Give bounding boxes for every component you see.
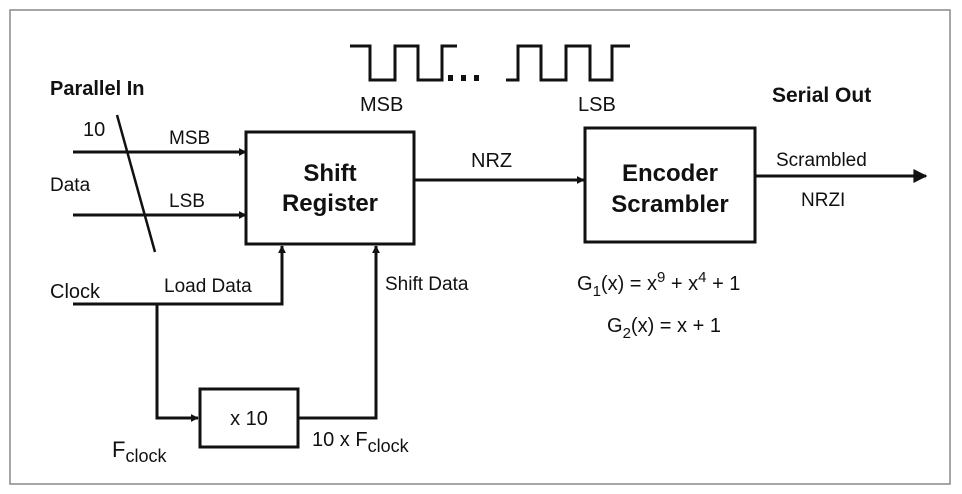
- g1-lhs: G: [577, 273, 593, 295]
- encoder-line1: Encoder: [622, 160, 718, 187]
- encoder-line2: Scrambler: [611, 191, 728, 218]
- f-clock-label: Fclock: [112, 437, 167, 466]
- msb-input-label: MSB: [169, 128, 210, 149]
- g1-lhs-sub: 1: [593, 283, 601, 300]
- g1-tail: + 1: [707, 273, 741, 295]
- load-data-label: Load Data: [164, 276, 252, 297]
- nrzi-label: NRZI: [801, 190, 845, 211]
- f-clock-base: F: [112, 437, 125, 462]
- ten-x-f-clock-label: 10 x Fclock: [312, 429, 410, 456]
- bus-width-label: 10: [83, 119, 105, 141]
- serial-out-heading: Serial Out: [772, 84, 871, 107]
- ten-x-sub: clock: [368, 436, 410, 456]
- waveform-right: [506, 44, 630, 82]
- g2-rest: (x) = x + 1: [631, 315, 721, 337]
- g1-mid1: (x) = x: [601, 273, 657, 295]
- shift-register-line2: Register: [282, 190, 378, 217]
- shift-register-block: [244, 130, 416, 246]
- nrz-label: NRZ: [471, 150, 512, 172]
- scrambled-label: Scrambled: [776, 150, 867, 171]
- waveform-lsb-label: LSB: [578, 94, 616, 116]
- shift-data-line: [298, 245, 380, 420]
- outer-frame: [9, 9, 951, 485]
- load-data-line: [73, 245, 286, 306]
- multiplier-label: x 10: [230, 408, 268, 430]
- lsb-input-label: LSB: [169, 191, 205, 212]
- waveform-msb-label: MSB: [360, 94, 403, 116]
- shift-register-line1: Shift: [303, 160, 356, 187]
- g2-lhs: G: [607, 315, 623, 337]
- waveform-dot-1: [448, 75, 453, 81]
- waveform-dot-2: [461, 75, 466, 81]
- parallel-in-heading: Parallel In: [50, 78, 145, 100]
- encoder-scrambler-block: [583, 126, 757, 244]
- waveform-left: [350, 44, 457, 82]
- clock-to-multiplier-line: [155, 304, 199, 422]
- g2-lhs-sub: 2: [623, 325, 631, 342]
- g2-equation: G2(x) = x + 1: [607, 315, 721, 342]
- g1-exp2: 4: [698, 269, 706, 286]
- ten-x-prefix: 10 x F: [312, 429, 368, 451]
- g1-mid2: + x: [665, 273, 698, 295]
- data-label: Data: [50, 175, 91, 196]
- g1-equation: G1(x) = x9 + x4 + 1: [577, 269, 740, 300]
- bus-slash: [115, 114, 157, 253]
- shift-data-label: Shift Data: [385, 274, 469, 295]
- waveform-dot-3: [474, 75, 479, 81]
- f-clock-sub: clock: [125, 446, 167, 466]
- g1-exp1: 9: [657, 269, 665, 286]
- clock-label: Clock: [50, 281, 101, 303]
